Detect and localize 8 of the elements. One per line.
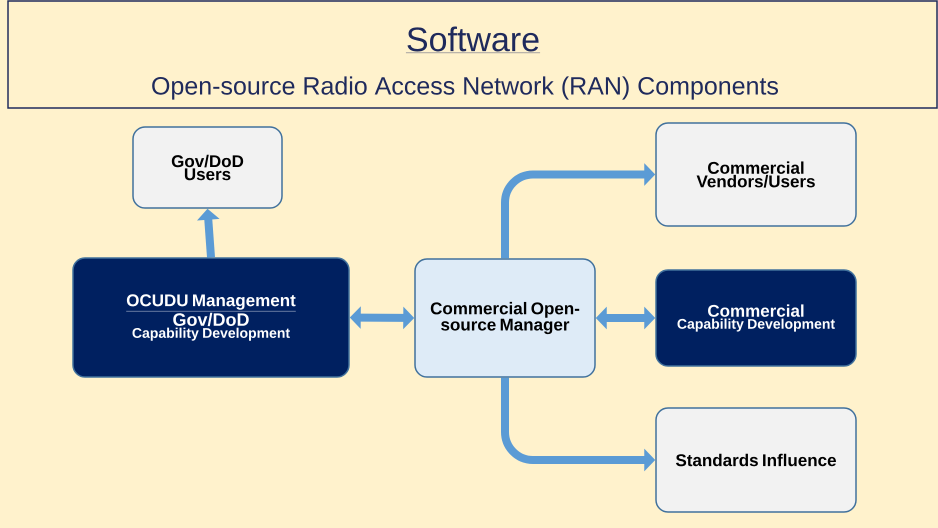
- process-box: Commercial Open-source Manager: [414, 258, 596, 378]
- subtitle: Open-source Radio Access Network (RAN) Components: [152, 76, 778, 100]
- title: Software: [406, 26, 540, 54]
- process-box: Standards Influence: [655, 407, 857, 513]
- process-box: Commercial Vendors/Users: [655, 122, 857, 227]
- process-box: Gov/DoD Users: [132, 126, 283, 209]
- process-box: Commercial Capability Development: [655, 269, 857, 367]
- process-box: OCUDU Management Gov/DoD Capability Development: [72, 257, 350, 378]
